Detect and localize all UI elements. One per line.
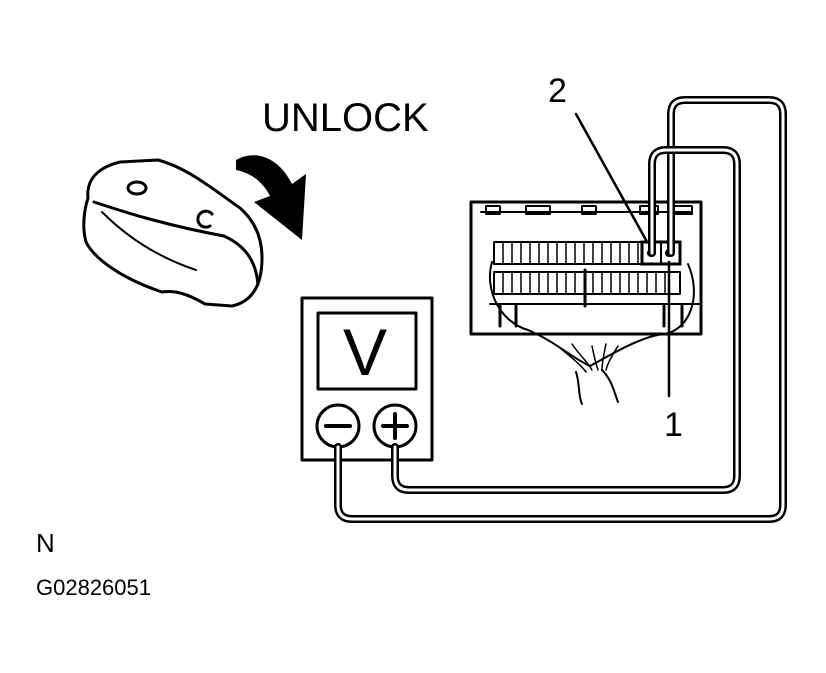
unlock-label: UNLOCK [262, 96, 429, 140]
positive-terminal-icon [372, 403, 418, 449]
voltmeter-display-label: V [343, 315, 388, 389]
key-cylinder-illustration [82, 158, 264, 308]
corner-mark: N [36, 528, 55, 558]
negative-terminal-icon [315, 403, 361, 449]
rotation-arrow-icon [236, 155, 306, 240]
terminal-2-leader-line [574, 112, 648, 242]
negative-test-lead [334, 96, 787, 523]
voltmeter-display [316, 311, 418, 391]
ecu-connector [469, 200, 703, 405]
positive-test-lead [391, 146, 741, 494]
terminal-1-callout: 1 [664, 406, 683, 444]
figure-code: G02826051 [36, 575, 151, 600]
terminal-2-callout: 2 [548, 72, 567, 110]
